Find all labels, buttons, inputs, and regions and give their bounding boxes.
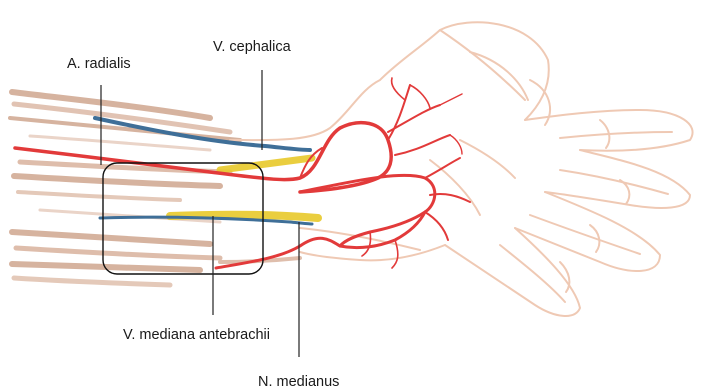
label-medianus: N. medianus [258,374,339,389]
label-radialis: A. radialis [67,56,131,72]
forearm-muscle-strokes [10,92,300,285]
vein-cephalica [95,118,310,150]
artery-radialis [15,78,470,268]
label-mediana: V. mediana antebrachii [123,327,270,343]
nerve-segment-upper [220,158,312,170]
label-cephalica: V. cephalica [213,39,292,55]
